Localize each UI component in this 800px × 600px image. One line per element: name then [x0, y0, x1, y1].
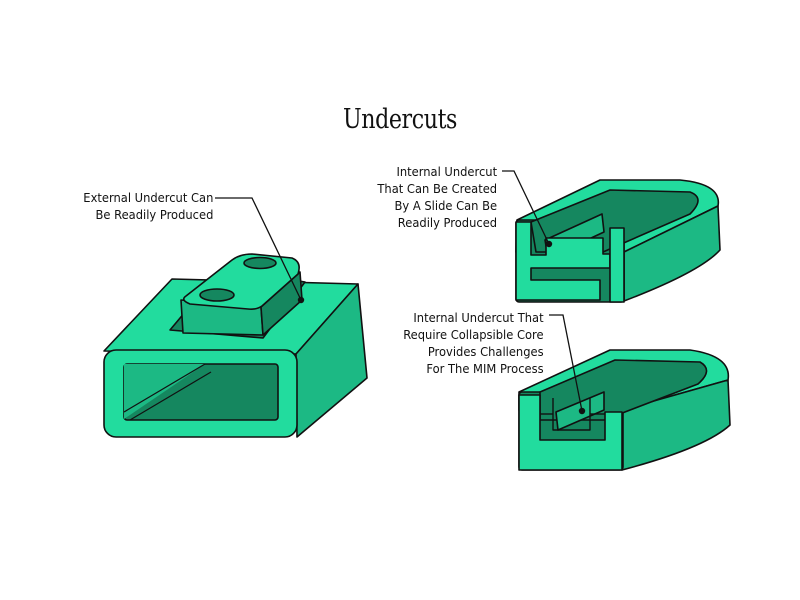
callout-line: Be Readily Produced: [95, 207, 213, 222]
callout-line: Internal Undercut: [396, 164, 497, 179]
leader-slide-undercut: [502, 170, 550, 245]
leader-dot-core: [578, 407, 586, 415]
callout-line: Require Collapsible Core: [403, 327, 544, 342]
slide-undercut-part: [515, 179, 721, 303]
opening-inner-wall: [124, 364, 205, 419]
leader-dot-slide: [545, 240, 553, 248]
callout-line: Internal Undercut That: [413, 310, 544, 325]
core-section-profile: [518, 394, 623, 471]
callout-line: For The MIM Process: [426, 361, 544, 376]
callout-slide-undercut: Internal Undercut That Can Be Created By…: [377, 163, 497, 231]
collapsible-core-part: [518, 349, 731, 471]
external-undercut-part: [103, 253, 368, 438]
diagram-title: Undercuts: [342, 104, 458, 135]
callout-line: Readily Produced: [397, 215, 497, 230]
callout-line: By A Slide Can Be: [394, 198, 497, 213]
callout-line: That Can Be Created: [377, 181, 497, 196]
boss-hole-left: [199, 288, 235, 302]
callout-collapsible-core-undercut: Internal Undercut That Require Collapsib…: [404, 309, 544, 377]
leader-core-undercut: [549, 314, 583, 412]
leader-dot-external: [297, 296, 305, 304]
leader-external-undercut: [215, 197, 302, 301]
callout-line: External Undercut Can: [82, 190, 213, 205]
boss-hole-right: [243, 256, 277, 270]
slide-part-right-face: [623, 205, 721, 302]
callout-external-undercut: External Undercut Can Be Readily Produce…: [83, 189, 213, 223]
callout-line: Provides Challenges: [428, 344, 544, 359]
